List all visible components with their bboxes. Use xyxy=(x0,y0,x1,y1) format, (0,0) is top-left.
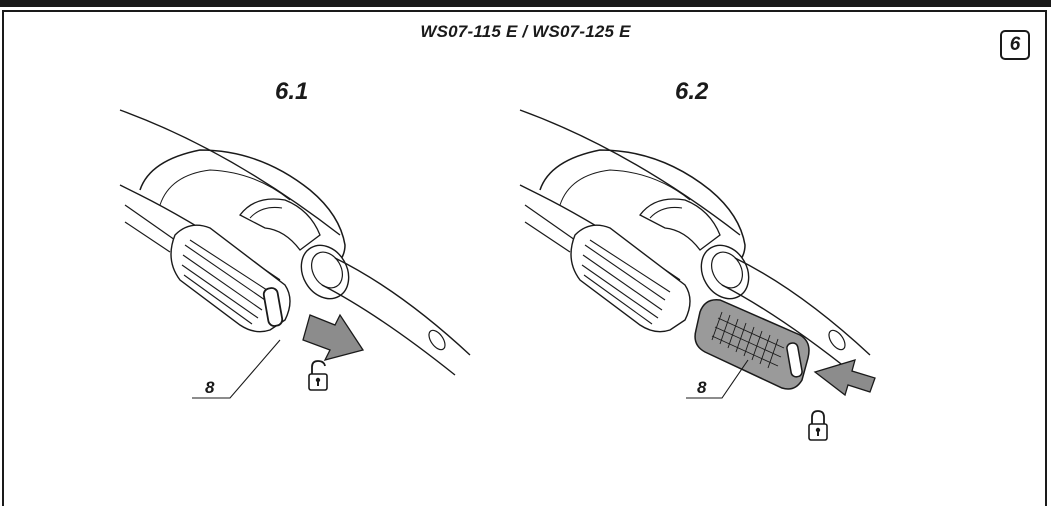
panel-lock xyxy=(519,109,876,441)
filter-slot xyxy=(262,287,284,327)
insert-arrow xyxy=(813,359,876,397)
callout-number-lock: 8 xyxy=(697,378,707,397)
panel-label-unlock: 6.1 xyxy=(275,78,309,105)
callout-leader-unlock xyxy=(192,339,281,399)
callout-leader-lock xyxy=(686,359,749,399)
panel-unlock xyxy=(119,109,471,399)
top-rule xyxy=(0,0,1051,7)
figure-number-badge: 6 xyxy=(1000,30,1030,60)
remove-arrow xyxy=(302,313,365,361)
figure-number: 6 xyxy=(1009,34,1021,55)
dust-filter xyxy=(694,299,810,390)
lock-icon xyxy=(808,410,828,441)
panel-label-lock: 6.2 xyxy=(675,78,709,105)
model-title: WS07-115 E / WS07-125 E xyxy=(420,22,631,41)
callout-number-unlock: 8 xyxy=(205,378,215,397)
grinder-drawing-unlock xyxy=(119,109,471,376)
unlock-icon xyxy=(308,360,328,391)
figure-border xyxy=(2,10,1047,506)
